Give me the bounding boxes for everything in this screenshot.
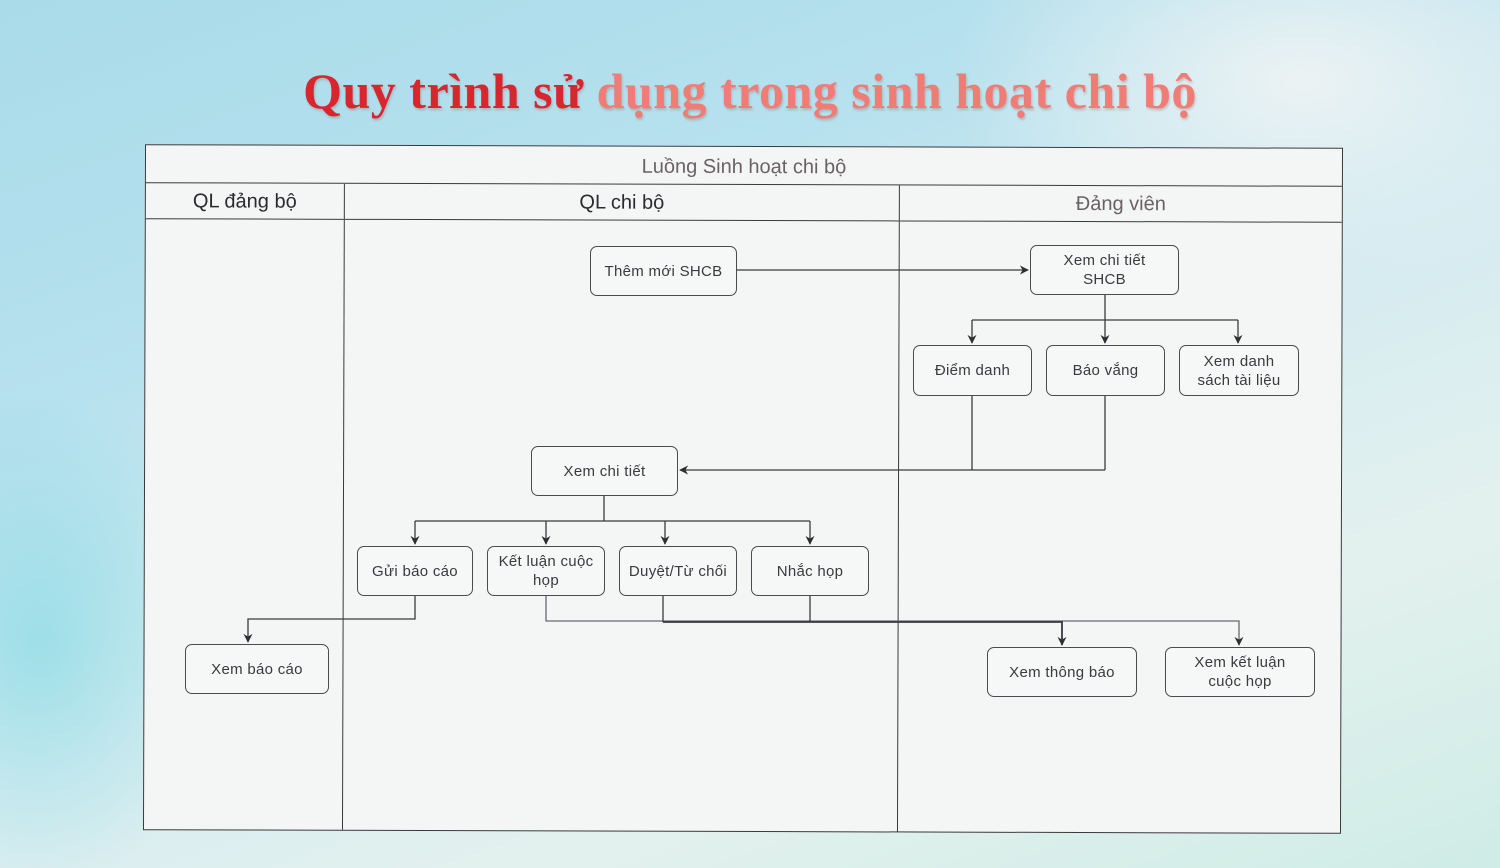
node-them-moi-shcb[interactable]: Thêm mới SHCB <box>590 246 737 296</box>
lane-header-ql-chi-bo: QL chi bộ <box>344 183 899 222</box>
node-duyet-tu-choi[interactable]: Duyệt/Từ chối <box>619 546 737 596</box>
node-nhac-hop[interactable]: Nhắc họp <box>751 546 869 596</box>
node-xem-thong-bao[interactable]: Xem thông báo <box>987 647 1137 697</box>
lane-header-dang-vien: Đảng viên <box>899 185 1342 223</box>
node-xem-chi-tiet[interactable]: Xem chi tiết <box>531 446 678 496</box>
node-xem-bao-cao[interactable]: Xem báo cáo <box>185 644 329 694</box>
node-xem-chi-tiet-shcb[interactable]: Xem chi tiết SHCB <box>1030 245 1179 295</box>
node-diem-danh[interactable]: Điểm danh <box>913 345 1032 396</box>
slide-title-part2: dụng trong sinh hoạt chi bộ <box>596 63 1197 119</box>
node-xem-ket-luan-cuoc-hop[interactable]: Xem kết luận cuộc họp <box>1165 647 1315 697</box>
node-ket-luan-cuoc-hop[interactable]: Kết luận cuộc họp <box>487 546 605 596</box>
lane-ql-dang-bo: QL đảng bộ <box>143 183 345 830</box>
node-gui-bao-cao[interactable]: Gửi báo cáo <box>357 546 473 596</box>
slide-title-part1: Quy trình sử <box>303 63 597 119</box>
lane-header-ql-dang-bo: QL đảng bộ <box>145 183 344 220</box>
node-bao-vang[interactable]: Báo vắng <box>1046 345 1165 396</box>
node-xem-danh-sach-tai-lieu[interactable]: Xem danh sách tài liệu <box>1179 345 1299 396</box>
pool-title: Luồng Sinh hoạt chi bộ <box>145 145 1343 187</box>
slide-title: Quy trình sử dụng trong sinh hoạt chi bộ <box>0 62 1500 120</box>
